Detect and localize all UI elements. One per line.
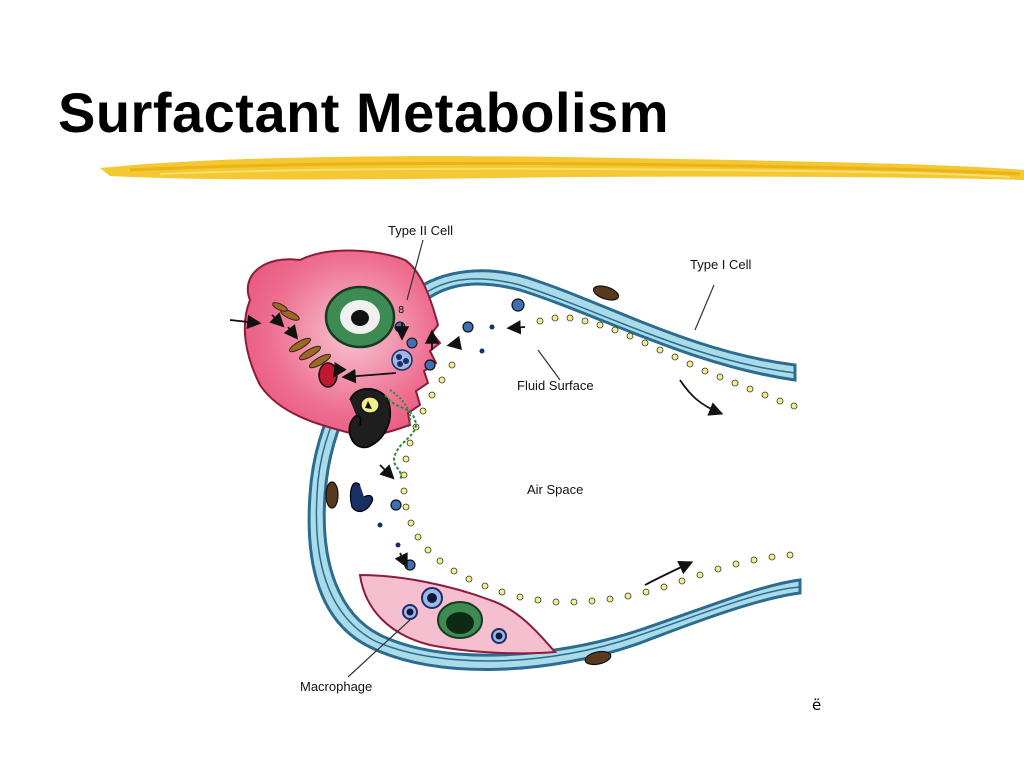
label-type2-cell: Type II Cell	[388, 223, 453, 238]
type1-nucleus	[325, 481, 339, 509]
corner-mark: ë	[812, 696, 822, 714]
surfactant-layer	[400, 314, 798, 606]
label-type1-cell: Type I Cell	[690, 257, 752, 272]
type1-nucleus	[584, 650, 612, 666]
flow-arrows	[229, 312, 724, 586]
label-leader-lines	[347, 239, 715, 678]
svg-text:8: 8	[398, 305, 404, 316]
alveolus-diagram: 8 Type II Cell Typ	[229, 223, 802, 694]
title-highlight-stroke	[100, 156, 1024, 180]
label-macrophage: Macrophage	[300, 679, 372, 694]
label-fluid-surface: Fluid Surface	[517, 378, 594, 393]
type1-nucleus	[592, 285, 620, 301]
label-air-space: Air Space	[527, 482, 583, 497]
slide-title: Surfactant Metabolism	[58, 81, 670, 144]
